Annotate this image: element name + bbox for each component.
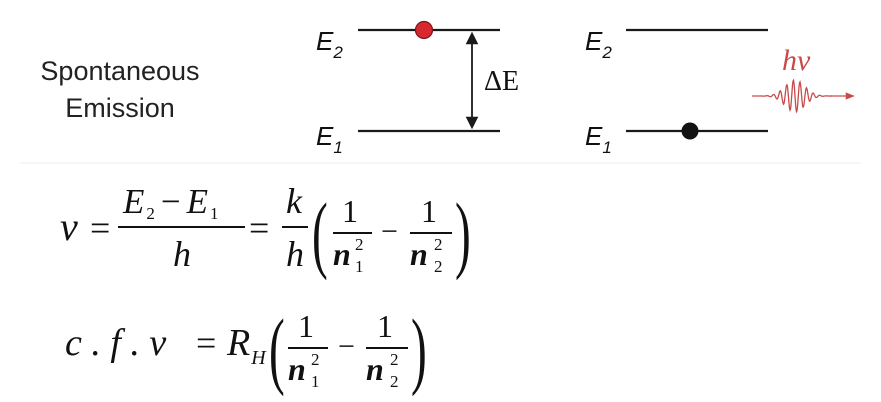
eq2-paren-open: ( — [269, 302, 285, 397]
before-upper-level-label: E2 — [316, 26, 343, 62]
eq2-inner-frac-b-sup: 2 — [390, 350, 399, 369]
eq1-minus: − — [381, 215, 398, 248]
after-lower-level-label: E1 — [585, 121, 612, 157]
eq1-inner-frac-b-sup: 2 — [434, 235, 443, 254]
process-label-line1: Spontaneous — [40, 56, 199, 86]
eq2-inner-frac-a-denominator: n — [288, 351, 306, 387]
eq1-equals-2: = — [249, 208, 269, 248]
after-state: E2 E1 hν — [585, 26, 855, 157]
eq2-inner-frac-b-denominator: n — [366, 351, 384, 387]
eq1-frac2-numerator: k — [286, 181, 303, 221]
eq1-inner-frac-a-sub: 1 — [355, 257, 364, 276]
eq2-inner-frac-a-sub: 1 — [311, 372, 320, 391]
eq1-inner-frac-a-denominator: n — [333, 236, 351, 272]
eq1-paren-close: ) — [455, 186, 471, 281]
eq2-inner-frac-b-sub: 2 — [390, 372, 399, 391]
energy-gap-label: ΔE — [484, 66, 519, 97]
eq2-minus: − — [338, 330, 355, 363]
photon-wave-icon — [752, 78, 833, 114]
eq2-inner-frac-a-sup: 2 — [311, 350, 320, 369]
excited-electron — [414, 20, 434, 40]
before-state: E2 E1 ΔE — [316, 20, 519, 157]
ground-electron — [681, 122, 699, 140]
eq1-lhs: ν — [60, 204, 78, 249]
process-label-line2: Emission — [65, 93, 175, 123]
before-lower-level-label: E1 — [316, 121, 343, 157]
photon-label: hν — [782, 44, 811, 77]
eq2-equals: = — [196, 323, 216, 363]
eq1-equals: = — [90, 208, 110, 248]
eq1-inner-frac-b-numerator: 1 — [421, 193, 437, 229]
eq1-frac2-denominator: h — [286, 234, 304, 274]
eq1-inner-frac-a-sup: 2 — [355, 235, 364, 254]
after-upper-level-label: E2 — [585, 26, 612, 62]
eq1-inner-frac-a-numerator: 1 — [342, 193, 358, 229]
eq1-inner-frac-b-denominator: n — [410, 236, 428, 272]
eq2-paren-close: ) — [411, 302, 427, 397]
eq2-inner-frac-b-numerator: 1 — [377, 308, 393, 344]
eq2-prefix: c . f . ν — [65, 322, 166, 364]
eq2-inner-frac-a-numerator: 1 — [298, 308, 314, 344]
eq1-inner-frac-b-sub: 2 — [434, 257, 443, 276]
eq1-frac1-denominator: h — [173, 234, 191, 274]
eq2-rydberg-constant: RH — [226, 322, 267, 369]
eq1-paren-open: ( — [312, 186, 328, 281]
equation-rydberg: c . f . ν = RH ( 1 n 2 1 − 1 n 2 2 ) — [65, 302, 427, 397]
